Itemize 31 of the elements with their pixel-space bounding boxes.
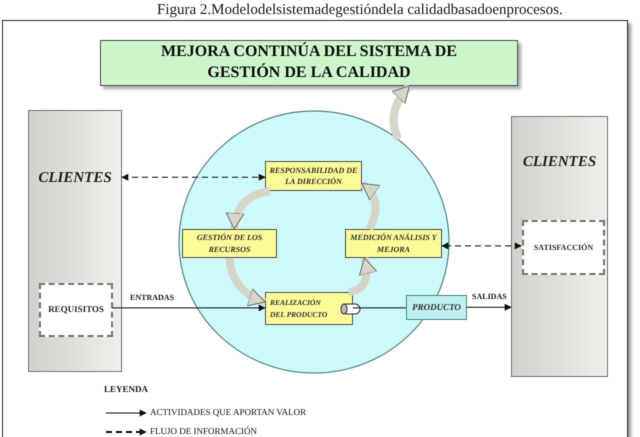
node-label: MEDICIÓN ANÁLISIS Y MEJORA (349, 232, 438, 255)
process-box (182, 229, 277, 258)
arrow (112, 304, 266, 312)
node-label: PRODUCTO (412, 300, 461, 314)
block-arrow (227, 187, 271, 230)
figure-caption: Figura 2.Modelodelsistemadegestióndela calidadbasadoenprocesos. (157, 1, 563, 19)
edge-label: SALIDAS (472, 292, 507, 302)
arrow (121, 174, 266, 181)
legend-title: LEYENDA (104, 383, 148, 396)
node-label: SATISFACCIÓN (534, 242, 594, 254)
block-arrow (348, 257, 376, 296)
node-label: CLIENTES (38, 169, 112, 188)
requirement-box (39, 283, 113, 337)
legend-text: ACTIVIDADES QUE APORTAN VALOR (150, 407, 306, 418)
node-label: REQUISITOS (48, 303, 104, 316)
node-label: CLIENTES (522, 153, 596, 172)
block-arrow (226, 258, 266, 306)
client-panel (28, 110, 122, 372)
node-label: MEJORA CONTINÚA DEL SISTEMA DE GESTIÓN DE LA CALIDAD (160, 42, 458, 83)
legend-text: FLUJO DE INFORMACIÓN (150, 426, 258, 437)
block-arrow (390, 83, 412, 141)
process-box (345, 229, 442, 258)
product-box (406, 295, 467, 320)
arrow (441, 242, 522, 250)
arrow (466, 304, 512, 311)
title-banner (100, 40, 518, 86)
node-label: RESPONSABILIDAD DE LA DIRECCIÓN (268, 164, 358, 188)
client-panel (511, 116, 608, 377)
edge-label: ENTRADAS (130, 293, 174, 303)
satisfaction-box (522, 220, 605, 275)
node-label: GESTIÓN DE LOS RECURSOS (196, 232, 264, 255)
